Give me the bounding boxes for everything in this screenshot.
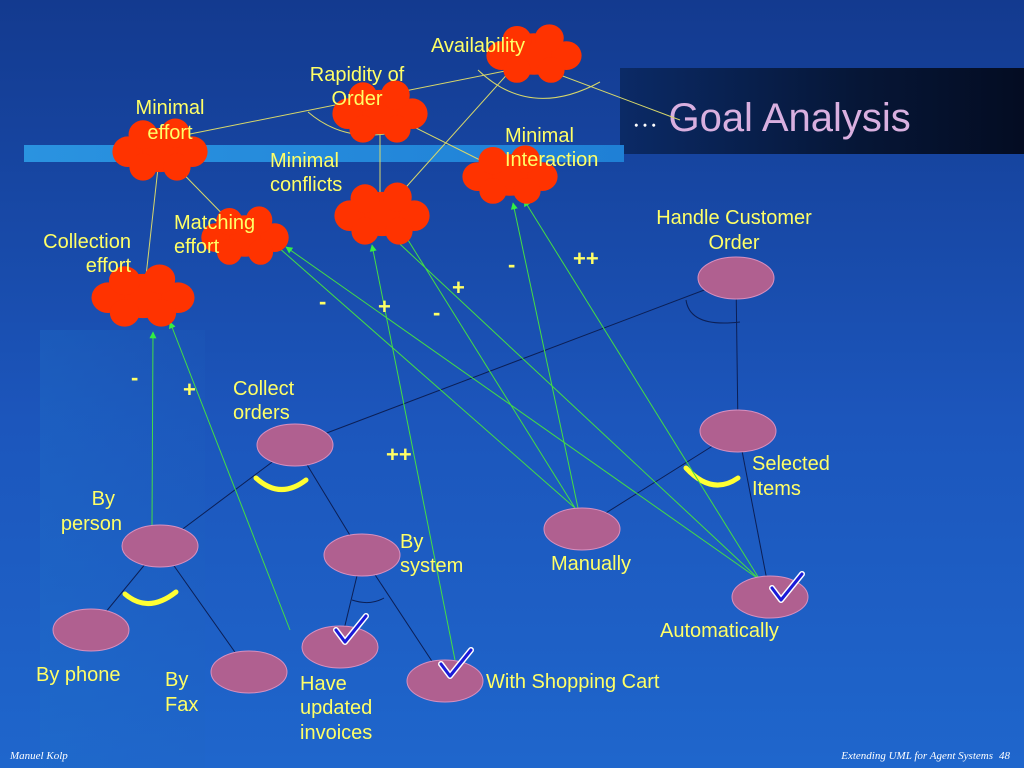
footer-course: Extending UML for Agent Systems 48 xyxy=(841,750,1010,762)
label-by-phone: By phone xyxy=(36,664,121,686)
label-automatically: Automatically xyxy=(660,620,779,642)
label-by-fax-line2: Fax xyxy=(165,694,198,716)
or-decomposition-arcs xyxy=(122,465,741,606)
contribution-sign: - xyxy=(131,365,138,390)
goal-with-shopping-cart xyxy=(406,659,484,703)
label-rapidity-line2: Order xyxy=(331,88,382,110)
label-by-system-line1: By xyxy=(400,531,423,553)
goal-have-updated-invoices xyxy=(301,625,379,669)
label-handle-order-line2: Order xyxy=(708,232,759,254)
contribution-sign: - xyxy=(508,252,515,277)
label-matching-effort-line1: Matching xyxy=(174,212,255,234)
title-ellipsis: … xyxy=(632,103,658,133)
contribution-sign: + xyxy=(452,275,465,300)
label-updated-invoices-line1: Have xyxy=(300,673,347,695)
goal-manually xyxy=(543,507,621,551)
goal-selected-items xyxy=(699,409,777,453)
footer-course-title: Extending UML for Agent Systems xyxy=(841,750,993,762)
label-updated-invoices-line3: invoices xyxy=(300,722,372,744)
label-selected-items-line1: Selected xyxy=(752,453,830,475)
label-rapidity-line1: Rapidity of xyxy=(310,64,405,86)
label-by-person-line1: By xyxy=(92,488,115,510)
label-selected-items-line2: Items xyxy=(752,478,801,500)
label-shopping-cart: With Shopping Cart xyxy=(486,671,660,693)
label-minimal-conflicts-line2: conflicts xyxy=(270,174,342,196)
goal-by-phone xyxy=(52,608,130,652)
goal-by-fax xyxy=(210,650,288,694)
label-collection-effort-line2: effort xyxy=(86,255,132,277)
label-minimal-conflicts-line1: Minimal xyxy=(270,150,339,172)
label-minimal-interaction-line2: Interaction xyxy=(505,149,598,171)
label-collect-orders-line2: orders xyxy=(233,402,290,424)
label-availability: Availability xyxy=(431,35,525,57)
softgoal-minimal-conflicts xyxy=(334,182,430,245)
title-text: Goal Analysis xyxy=(668,96,911,140)
contribution-sign: ++ xyxy=(573,246,599,271)
label-minimal-effort-line2: effort xyxy=(147,122,193,144)
contribution-sign: - xyxy=(433,300,440,325)
title-bar xyxy=(620,68,1024,154)
contribution-links xyxy=(149,199,761,661)
contribution-sign: - xyxy=(319,289,326,314)
page-number: 48 xyxy=(999,750,1010,762)
label-collect-orders-line1: Collect xyxy=(233,378,295,400)
label-collection-effort-line1: Collection xyxy=(43,231,131,253)
footer-author: Manuel Kolp xyxy=(10,750,68,762)
label-matching-effort-line2: effort xyxy=(174,236,220,258)
goal-by-system xyxy=(323,533,401,577)
contribution-sign: + xyxy=(378,294,391,319)
label-updated-invoices-line2: updated xyxy=(300,697,372,719)
contribution-sign: + xyxy=(183,377,196,402)
goal-collect-orders xyxy=(256,423,334,467)
label-minimal-interaction-line1: Minimal xyxy=(505,125,574,147)
label-by-person-line2: person xyxy=(61,513,122,535)
goal-handle-customer-order xyxy=(697,256,775,300)
label-by-system-line2: system xyxy=(400,555,463,577)
label-handle-order-line1: Handle Customer xyxy=(656,207,812,229)
label-minimal-effort-line1: Minimal xyxy=(136,97,205,119)
label-manually: Manually xyxy=(551,553,631,575)
label-by-fax-line1: By xyxy=(165,669,188,691)
goal-by-person xyxy=(121,524,199,568)
contribution-sign: ++ xyxy=(386,442,412,467)
slide-title: … Goal Analysis xyxy=(632,96,911,142)
